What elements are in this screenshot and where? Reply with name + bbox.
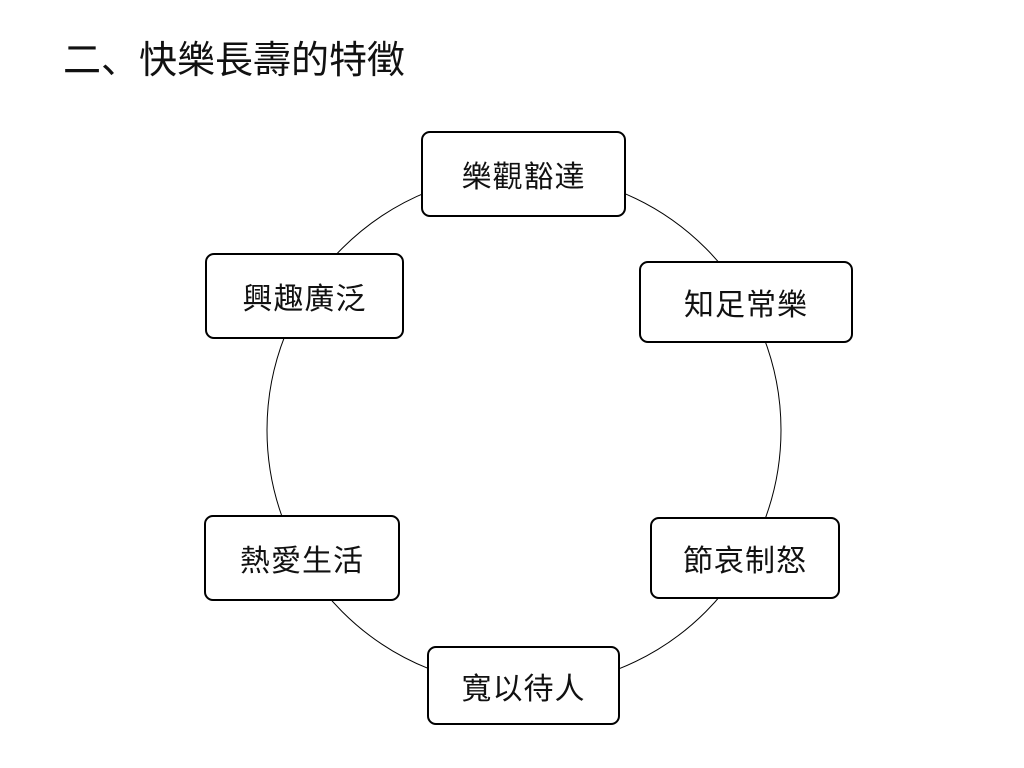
page-title: 二、快樂長壽的特徵 — [63, 38, 406, 82]
node-label: 寬以待人 — [461, 671, 586, 707]
node-tolerance: 寬以待人 — [427, 646, 620, 725]
cycle-ring — [266, 172, 782, 688]
node-label: 熱愛生活 — [240, 544, 364, 579]
node-optimistic: 樂觀豁達 — [421, 131, 626, 217]
node-love-life: 熱愛生活 — [204, 515, 400, 601]
node-restrain-grief-anger: 節哀制怒 — [650, 517, 840, 599]
node-label: 節哀制怒 — [683, 544, 807, 579]
node-label: 樂觀豁達 — [461, 160, 586, 195]
node-contentment: 知足常樂 — [639, 261, 853, 343]
node-label: 知足常樂 — [684, 288, 808, 323]
node-label: 興趣廣泛 — [242, 282, 367, 317]
node-broad-interests: 興趣廣泛 — [205, 253, 404, 339]
